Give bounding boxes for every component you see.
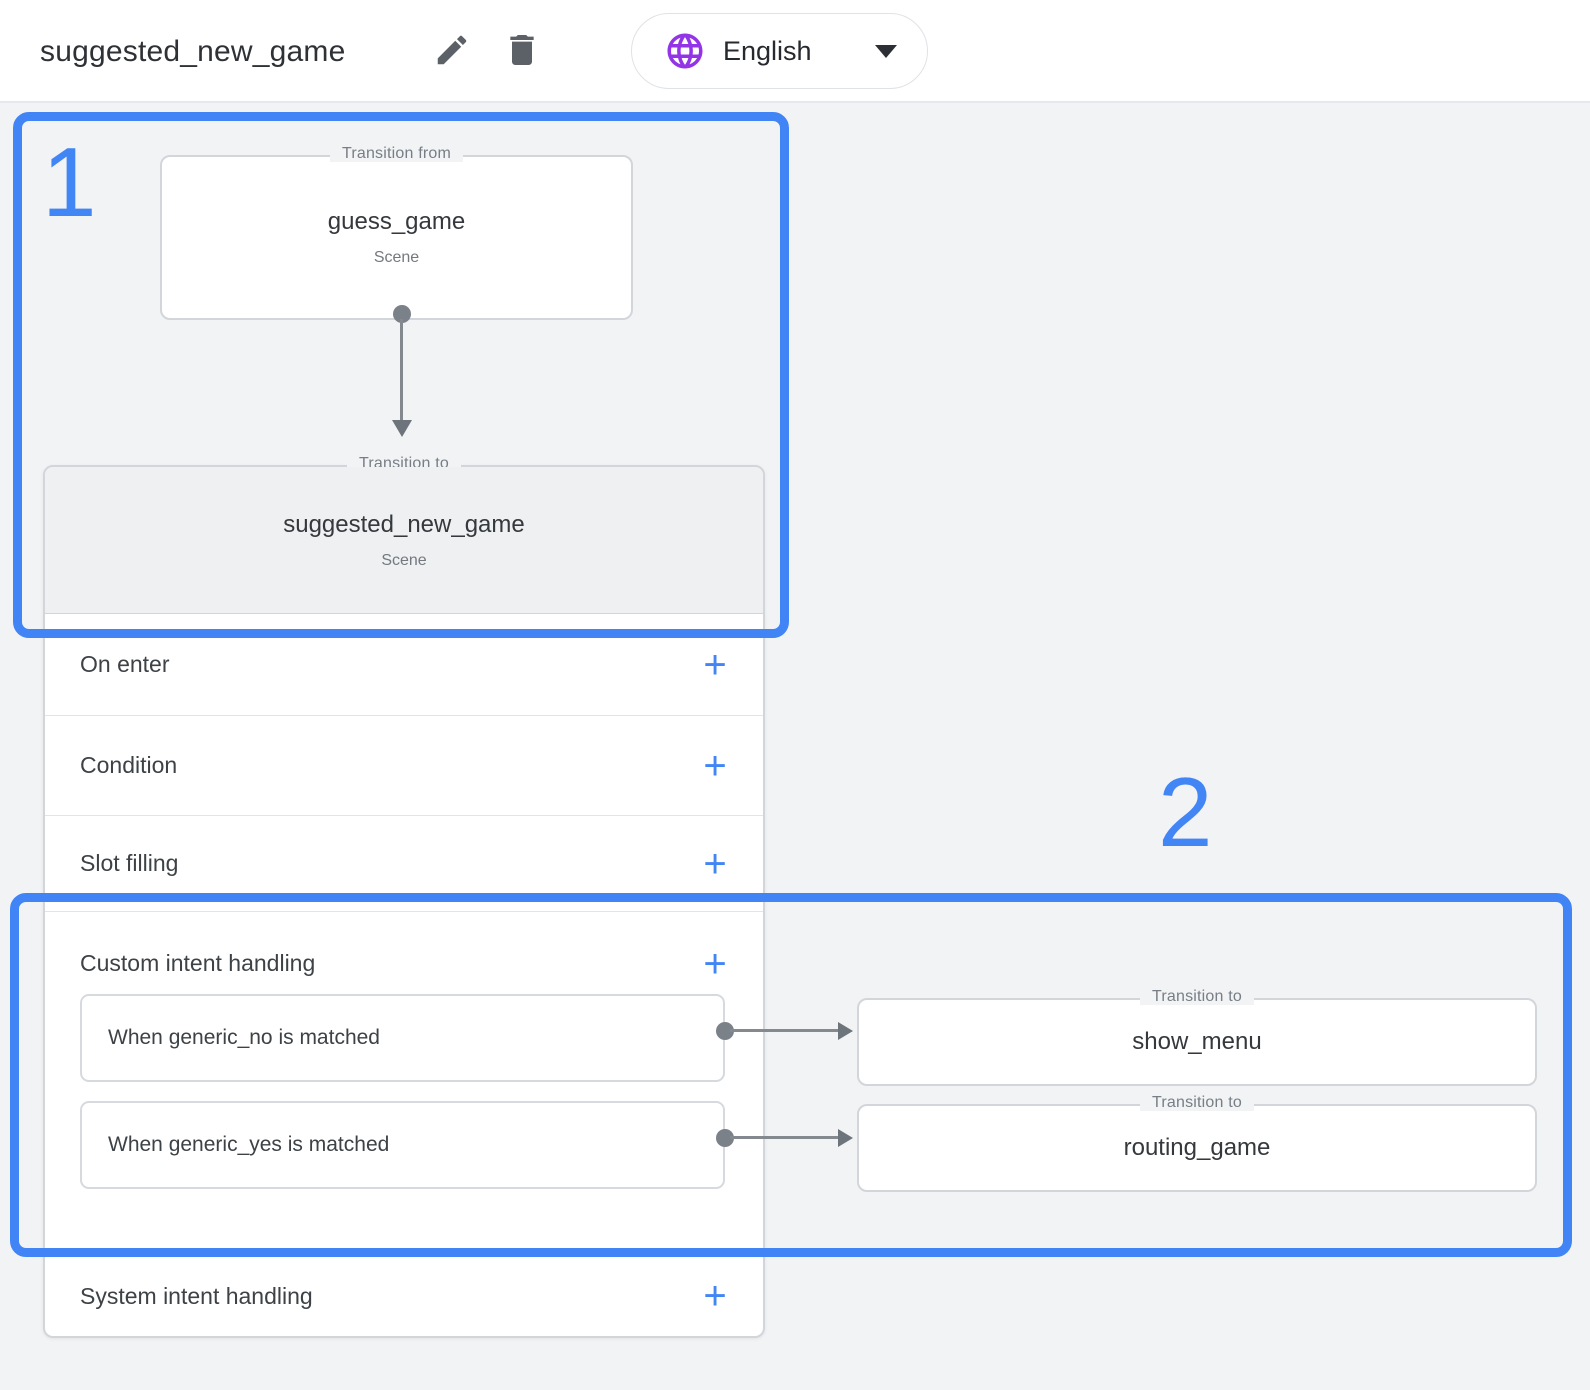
connector-dot xyxy=(716,1022,734,1040)
section-condition-label: Condition xyxy=(80,752,178,778)
arrow-right-icon xyxy=(838,1129,853,1147)
app-header: suggested_new_game English xyxy=(0,0,1590,103)
language-selector[interactable]: English xyxy=(631,13,928,89)
section-system-intent-label: System intent handling xyxy=(80,1282,313,1309)
section-on-enter-label: On enter xyxy=(80,651,170,677)
flow-canvas: Transition from guess_game Scene Transit… xyxy=(0,105,1590,1390)
transition-target-show-menu[interactable]: Transition to show_menu xyxy=(857,988,1537,1086)
add-slot-filling-button[interactable]: + xyxy=(703,841,727,886)
connector-dot xyxy=(716,1129,734,1147)
section-on-enter: On enter + xyxy=(45,614,763,715)
scene-card: Transition to suggested_new_game Scene O… xyxy=(43,455,765,1338)
transition-from-subtitle: Scene xyxy=(373,249,420,266)
connector-line xyxy=(400,319,403,422)
delete-scene-button[interactable] xyxy=(498,26,546,74)
add-custom-intent-button[interactable]: + xyxy=(703,942,727,986)
connector-dot xyxy=(393,305,411,323)
section-slot-filling-label: Slot filling xyxy=(80,850,179,876)
intent-handler-generic-yes-label: When generic_yes is matched xyxy=(108,1133,390,1156)
scene-card-header: suggested_new_game Scene xyxy=(45,467,763,614)
add-system-intent-button[interactable]: + xyxy=(703,1274,727,1318)
add-condition-button[interactable]: + xyxy=(703,743,727,788)
transition-target-routing-game[interactable]: Transition to routing_game xyxy=(857,1094,1537,1192)
intent-handler-generic-no[interactable]: When generic_no is matched xyxy=(80,994,725,1082)
page-title: suggested_new_game xyxy=(40,34,346,68)
transition-target-title: routing_game xyxy=(1123,1134,1271,1161)
section-slot-filling: Slot filling + xyxy=(45,815,763,911)
section-system-intent: System intent handling + xyxy=(45,1253,763,1338)
globe-icon xyxy=(667,33,703,69)
scene-title: suggested_new_game xyxy=(283,510,525,538)
annotation-number-2: 2 xyxy=(1158,757,1213,867)
section-custom-intent: Custom intent handling + xyxy=(45,911,763,1253)
section-condition: Condition + xyxy=(45,715,763,815)
transition-from-node[interactable]: Transition from guess_game Scene xyxy=(160,145,633,320)
arrow-down-icon xyxy=(392,420,412,437)
chevron-down-icon xyxy=(875,44,897,58)
transition-target-title: show_menu xyxy=(1132,1028,1262,1055)
trash-icon xyxy=(510,35,534,65)
intent-handler-generic-no-label: When generic_no is matched xyxy=(108,1026,380,1049)
edit-scene-button[interactable] xyxy=(428,26,476,74)
pencil-icon xyxy=(437,35,467,65)
transition-from-title: guess_game xyxy=(327,208,466,235)
connector-line xyxy=(730,1136,840,1139)
annotation-number-1: 1 xyxy=(42,127,97,237)
section-custom-intent-label: Custom intent handling xyxy=(80,950,316,976)
connector-line xyxy=(730,1029,840,1032)
intent-handler-generic-yes[interactable]: When generic_yes is matched xyxy=(80,1101,725,1189)
add-on-enter-button[interactable]: + xyxy=(703,642,727,687)
language-label: English xyxy=(723,35,812,66)
scene-subtitle: Scene xyxy=(381,551,427,569)
arrow-right-icon xyxy=(838,1022,853,1040)
